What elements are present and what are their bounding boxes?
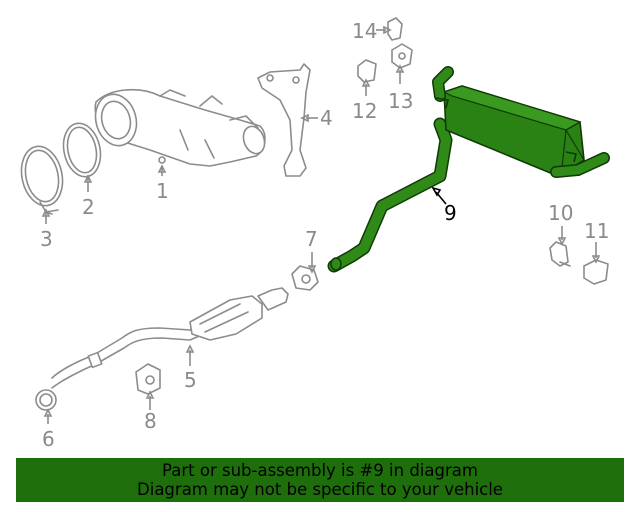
callout-14[interactable]: 14 xyxy=(352,19,377,43)
banner-line-2: Diagram may not be specific to your vehi… xyxy=(137,480,503,499)
callout-4[interactable]: 4 xyxy=(320,106,333,130)
part-12-hanger[interactable] xyxy=(357,59,377,83)
callout-12[interactable]: 12 xyxy=(352,99,377,123)
callout-1[interactable]: 1 xyxy=(156,179,169,203)
callout-9[interactable]: 9 xyxy=(444,201,457,225)
part-14-clip[interactable] xyxy=(387,17,403,41)
banner-line-1: Part or sub-assembly is #9 in diagram xyxy=(162,461,478,480)
part-9-muffler-assembly[interactable] xyxy=(327,66,610,273)
callout-5[interactable]: 5 xyxy=(184,368,197,392)
selection-banner: Part or sub-assembly is #9 in diagram Di… xyxy=(16,458,624,502)
part-4-bracket[interactable] xyxy=(257,63,311,177)
part-5-pipe[interactable] xyxy=(51,287,289,389)
part-10-hanger[interactable] xyxy=(549,241,571,267)
part-8-hanger[interactable] xyxy=(135,363,161,395)
callout-10[interactable]: 10 xyxy=(548,201,573,225)
part-6-clamp[interactable] xyxy=(35,389,57,411)
part-13-isolator[interactable] xyxy=(391,43,413,69)
part-1-converter[interactable] xyxy=(90,88,268,167)
callout-13[interactable]: 13 xyxy=(388,89,413,113)
leader-lines xyxy=(41,25,601,424)
callout-3[interactable]: 3 xyxy=(40,227,53,251)
callout-6[interactable]: 6 xyxy=(42,427,55,451)
part-11-isolator[interactable] xyxy=(583,259,609,285)
callout-8[interactable]: 8 xyxy=(144,409,157,433)
callout-11[interactable]: 11 xyxy=(584,219,609,243)
parts-diagram: 1 2 3 4 5 6 7 8 9 10 11 12 13 14 xyxy=(16,17,610,451)
part-3-clamp[interactable] xyxy=(16,142,68,215)
part-7-hanger[interactable] xyxy=(291,265,319,291)
callout-7[interactable]: 7 xyxy=(305,227,318,251)
callout-2[interactable]: 2 xyxy=(82,195,95,219)
